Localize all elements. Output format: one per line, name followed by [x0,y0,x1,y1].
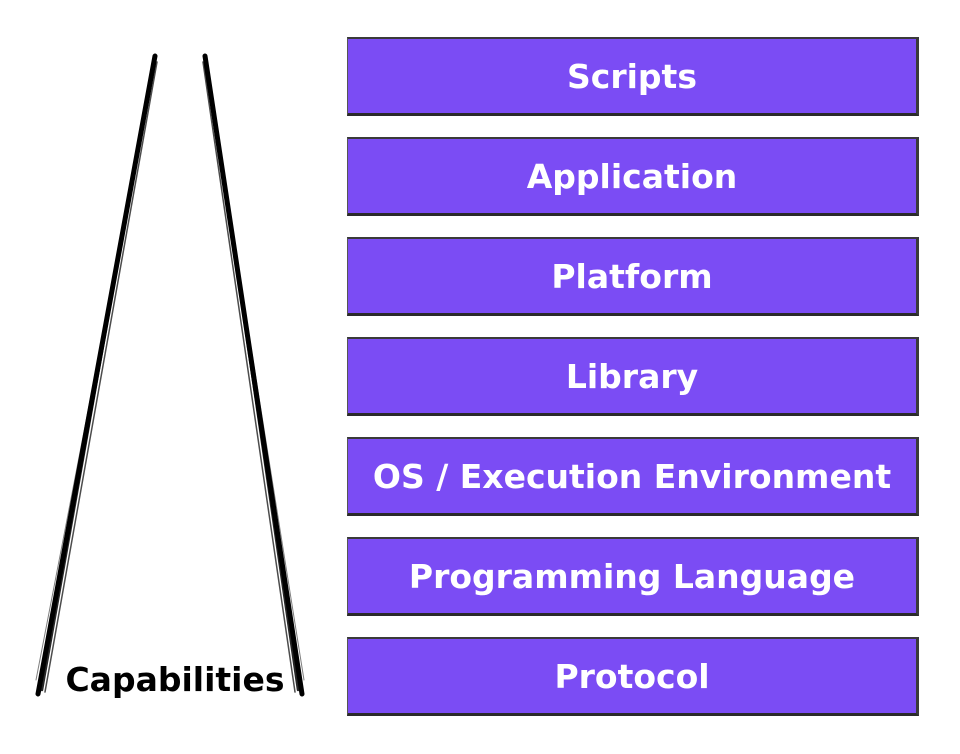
right-brush-stroke [202,53,305,697]
layer-os-execution-environment: OS / Execution Environment [347,437,919,516]
capabilities-pyramid-lines [35,53,305,697]
left-brush-stroke [35,53,158,697]
layer-application: Application [347,137,919,216]
layer-scripts: Scripts [347,37,919,116]
capabilities-label: Capabilities [65,660,285,699]
layer-stack: Scripts Application Platform Library OS … [347,37,919,716]
layer-protocol: Protocol [347,637,919,716]
layer-library: Library [347,337,919,416]
layer-platform: Platform [347,237,919,316]
layer-programming-language: Programming Language [347,537,919,616]
